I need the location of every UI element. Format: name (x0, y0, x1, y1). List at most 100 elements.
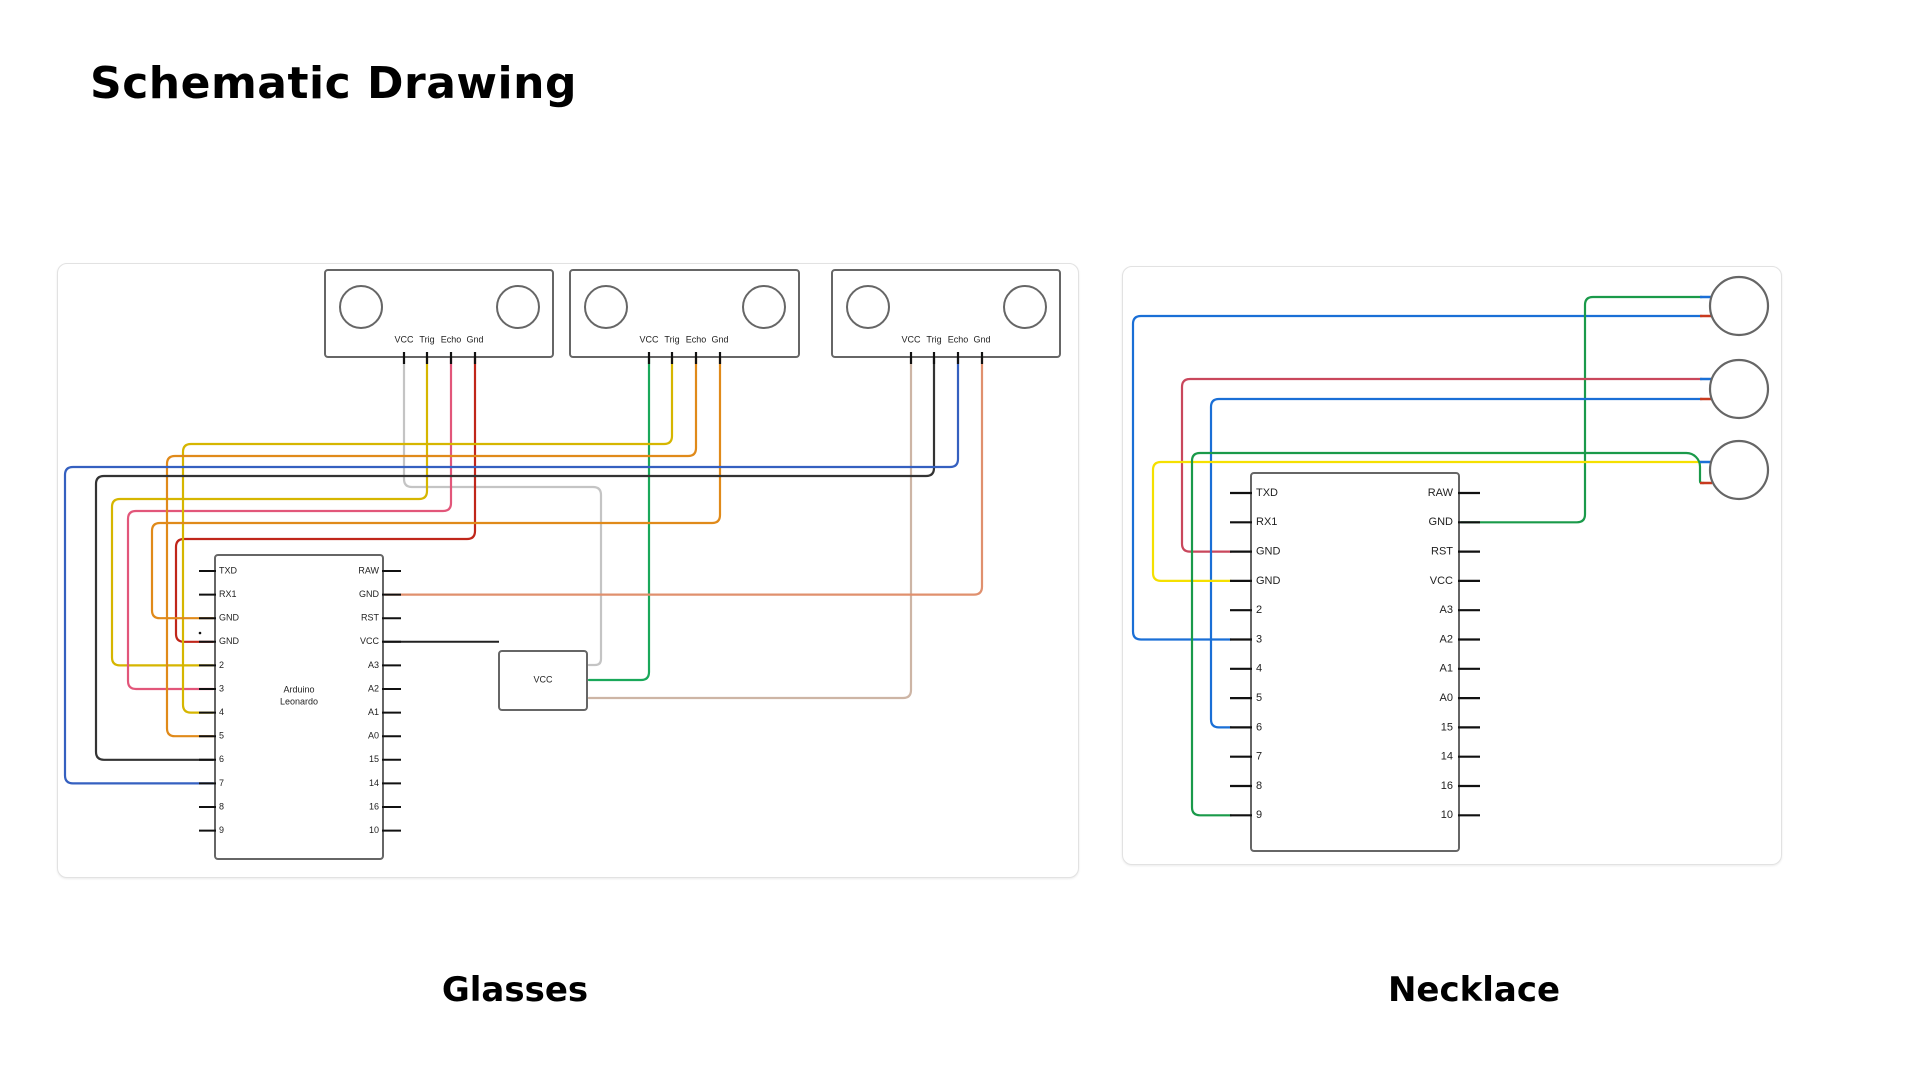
sensor-pin-label-vcc: VCC (639, 334, 659, 344)
wire-s1-gnd (174, 350, 477, 643)
necklace-board: TXDRX1GNDGND23456789RAWGNDRSTVCCA3A2A1A0… (1230, 472, 1480, 852)
board-pin-label: RAW (1428, 487, 1454, 499)
sensor-pin-label-vcc: VCC (394, 334, 414, 344)
board-pin-label: GND (219, 636, 240, 646)
page-title: Schematic Drawing (90, 58, 577, 109)
board-pin-label: 8 (219, 801, 224, 811)
board-pin-label: 16 (369, 801, 379, 811)
wire-gnd-motor1 (1459, 295, 1704, 524)
ultrasonic-sensor-1: VCC Trig Echo Gnd (324, 269, 554, 358)
board-pin-label: 15 (1441, 721, 1453, 733)
arduino-leonardo-board: ArduinoLeonardoTXDRX1GNDGND23456789RAWGN… (199, 554, 401, 860)
wire-s1-vcc (402, 350, 603, 667)
sensor-transducer-left (846, 285, 890, 329)
board-pin-label: 6 (219, 754, 224, 764)
board-pin-label: 7 (1256, 751, 1262, 763)
wire-pin9-motor3 (1190, 451, 1706, 817)
wire-s2-gnd (150, 350, 722, 620)
board-pin-label: 4 (219, 707, 224, 717)
necklace-panel (1122, 266, 1782, 865)
board-pin-label: 6 (1256, 721, 1262, 733)
vcc-box (498, 650, 588, 711)
board-pin-label: RST (361, 613, 380, 623)
sensor-body (569, 269, 800, 358)
board-pin-label: 7 (219, 778, 224, 788)
board-pin-label: VCC (1430, 575, 1453, 587)
glasses-panel (57, 263, 1079, 878)
sensor-body (324, 269, 554, 358)
board-pin-label: RX1 (1256, 516, 1277, 528)
board-pin-label: A0 (1440, 692, 1453, 704)
vcc-box-label: VCC (533, 674, 553, 684)
sensor-pin-label-echo: Echo (686, 334, 707, 344)
board-pin-label: 5 (1256, 692, 1262, 704)
board-outline (214, 554, 384, 860)
board-pin-label: GND (1256, 575, 1281, 587)
board-pin-label: 10 (1441, 809, 1453, 821)
board-name: Arduino (283, 684, 314, 694)
wire-s1-trig (110, 350, 429, 667)
sensor-pin-label-trig: Trig (926, 334, 941, 344)
board-pin-label: 2 (1256, 604, 1262, 616)
wire-s1-echo (126, 350, 453, 691)
board-model: Leonardo (280, 696, 318, 706)
board-pin-label: 9 (1256, 809, 1262, 821)
sensor-pin-label-gnd: Gnd (973, 334, 990, 344)
junction-dot (198, 631, 202, 635)
wire-pin3-motor1 (1131, 314, 1704, 641)
vibration-motor-2 (1700, 358, 1770, 420)
board-pin-label: RST (1431, 546, 1453, 558)
sensor-transducer-left (584, 285, 628, 329)
glasses-wires (63, 350, 984, 785)
vibration-motor-1 (1700, 275, 1770, 337)
board-pin-label: A3 (368, 660, 379, 670)
wire-s2-vcc (587, 350, 651, 682)
wire-s3-trig (94, 350, 936, 761)
sensor-transducer-right (496, 285, 540, 329)
necklace-wires (1131, 295, 1706, 817)
board-pin-label: 16 (1441, 780, 1453, 792)
necklace-caption: Necklace (1387, 970, 1561, 1010)
board-pin-label: 14 (1441, 751, 1453, 763)
board-pin-label: GND (1429, 516, 1454, 528)
wire-s3-gnd (383, 350, 984, 596)
board-pin-label: A1 (368, 707, 379, 717)
board-pin-label: 4 (1256, 663, 1262, 675)
board-pin-label: A2 (368, 683, 379, 693)
wire-gnd-motor2 (1180, 377, 1704, 553)
sensor-pin-label-echo: Echo (948, 334, 969, 344)
sensor-pin-label-echo: Echo (441, 334, 462, 344)
board-pin-label: GND (1256, 546, 1281, 558)
board-pin-label: TXD (219, 565, 238, 575)
wire-s3-echo (63, 350, 960, 785)
board-pin-label: RAW (358, 565, 379, 575)
wire-s3-vcc (587, 350, 913, 700)
vibration-motor-3 (1700, 439, 1770, 501)
board-pin-label: 5 (219, 731, 224, 741)
board-pin-label: TXD (1256, 487, 1278, 499)
board-pin-label: 15 (369, 754, 379, 764)
board-pin-label: VCC (360, 636, 380, 646)
board-pin-label: RX1 (219, 589, 237, 599)
sensor-pin-label-gnd: Gnd (466, 334, 483, 344)
wire-gnd2-motor3 (1151, 460, 1704, 582)
sensor-transducer-left (339, 285, 383, 329)
board-pin-label: GND (219, 613, 240, 623)
motor-body (1708, 358, 1770, 420)
board-pin-label: 2 (219, 660, 224, 670)
sensor-pin-label-gnd: Gnd (711, 334, 728, 344)
board-pin-label: GND (359, 589, 380, 599)
wire-s2-trig (181, 350, 674, 714)
board-pin-label: A3 (1440, 604, 1453, 616)
glasses-caption: Glasses (441, 970, 589, 1010)
board-pin-label: 8 (1256, 780, 1262, 792)
board-pin-label: 3 (1256, 633, 1262, 645)
board-pin-label: A1 (1440, 663, 1453, 675)
sensor-pin-label-trig: Trig (419, 334, 434, 344)
wire-pin6-motor2 (1209, 397, 1704, 729)
board-pin-label: A2 (1440, 633, 1453, 645)
sensor-body (831, 269, 1061, 358)
board-pin-label: A0 (368, 731, 379, 741)
